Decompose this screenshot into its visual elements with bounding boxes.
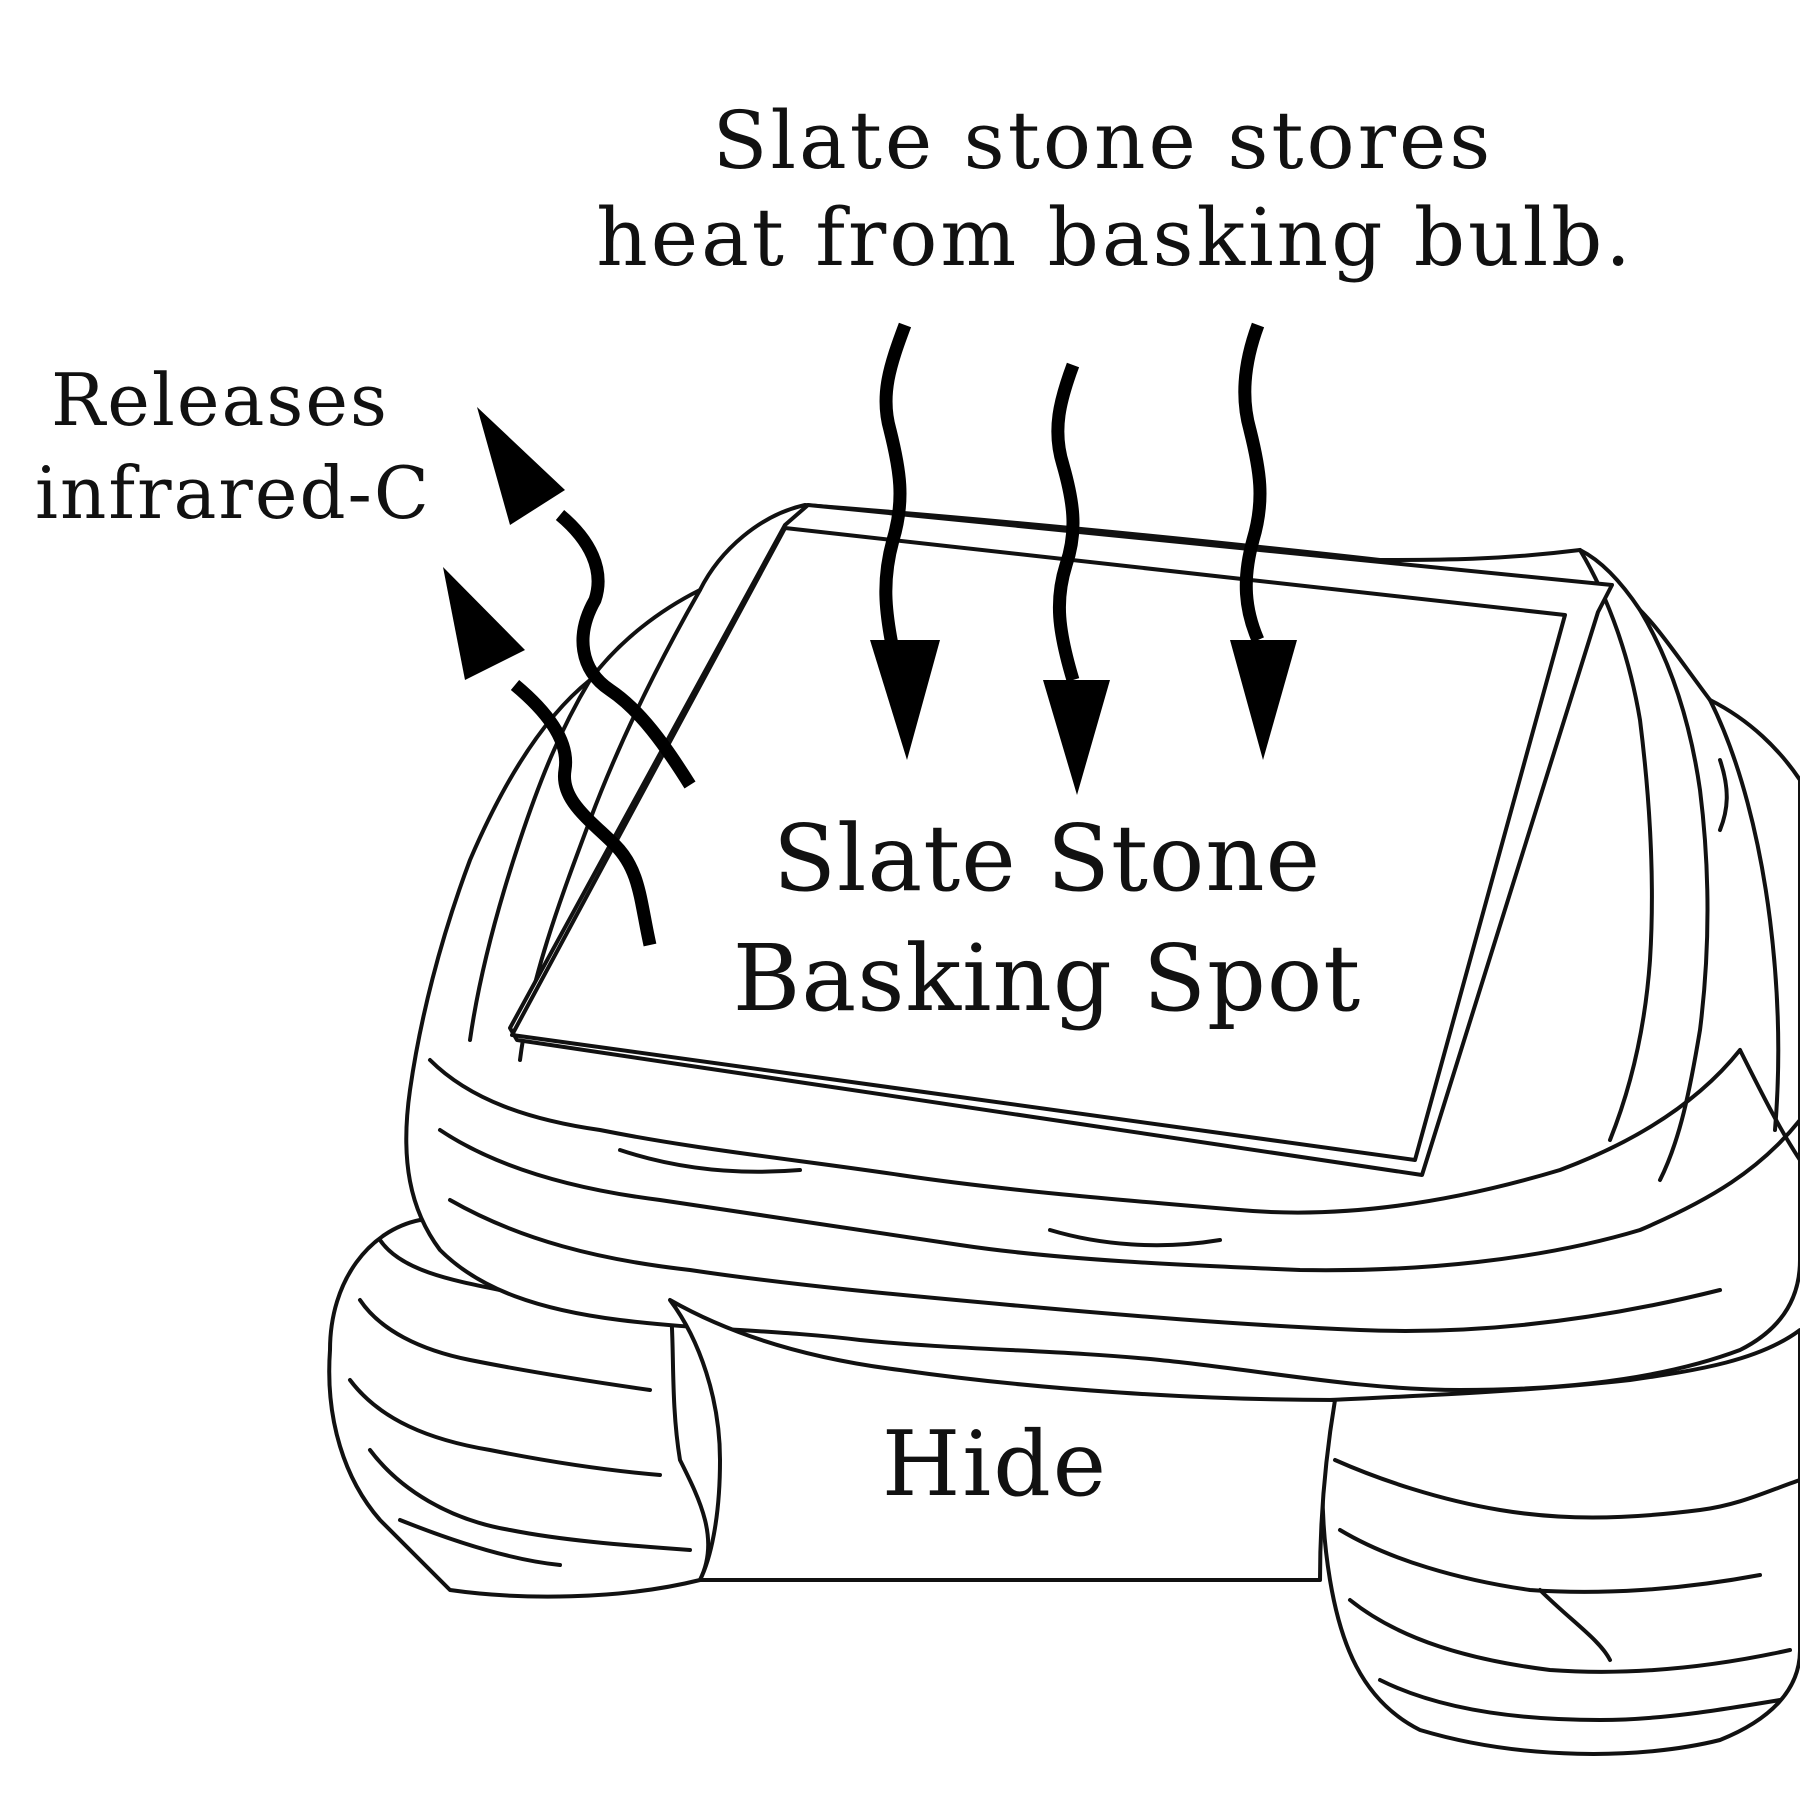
- heat-arrow-down-3: [1230, 322, 1297, 760]
- labels: Slate stone stores heat from basking bul…: [35, 94, 1634, 1517]
- slab-label-line1: Slate Stone: [773, 805, 1321, 912]
- heat-arrow-down-1: [870, 322, 940, 760]
- outgoing-infrared-arrows: [443, 407, 696, 947]
- incoming-heat-arrows: [870, 322, 1297, 795]
- hide-opening: [668, 1298, 1337, 1582]
- infrared-arrow-up-2: [443, 567, 657, 947]
- infrared-arrow-up-1: [477, 407, 696, 789]
- slate-slab: [508, 503, 1614, 1177]
- heat-source-label-line2: heat from basking bulb.: [596, 191, 1634, 284]
- heat-source-label-line1: Slate stone stores: [713, 94, 1494, 187]
- right-leg: [1320, 1328, 1800, 1756]
- release-label-line2: infrared-C: [35, 451, 431, 535]
- heat-arrow-down-2: [1043, 362, 1110, 795]
- release-label-line1: Releases: [51, 358, 389, 442]
- slab-label-line2: Basking Spot: [733, 925, 1362, 1032]
- hide-label: Hide: [882, 1412, 1108, 1517]
